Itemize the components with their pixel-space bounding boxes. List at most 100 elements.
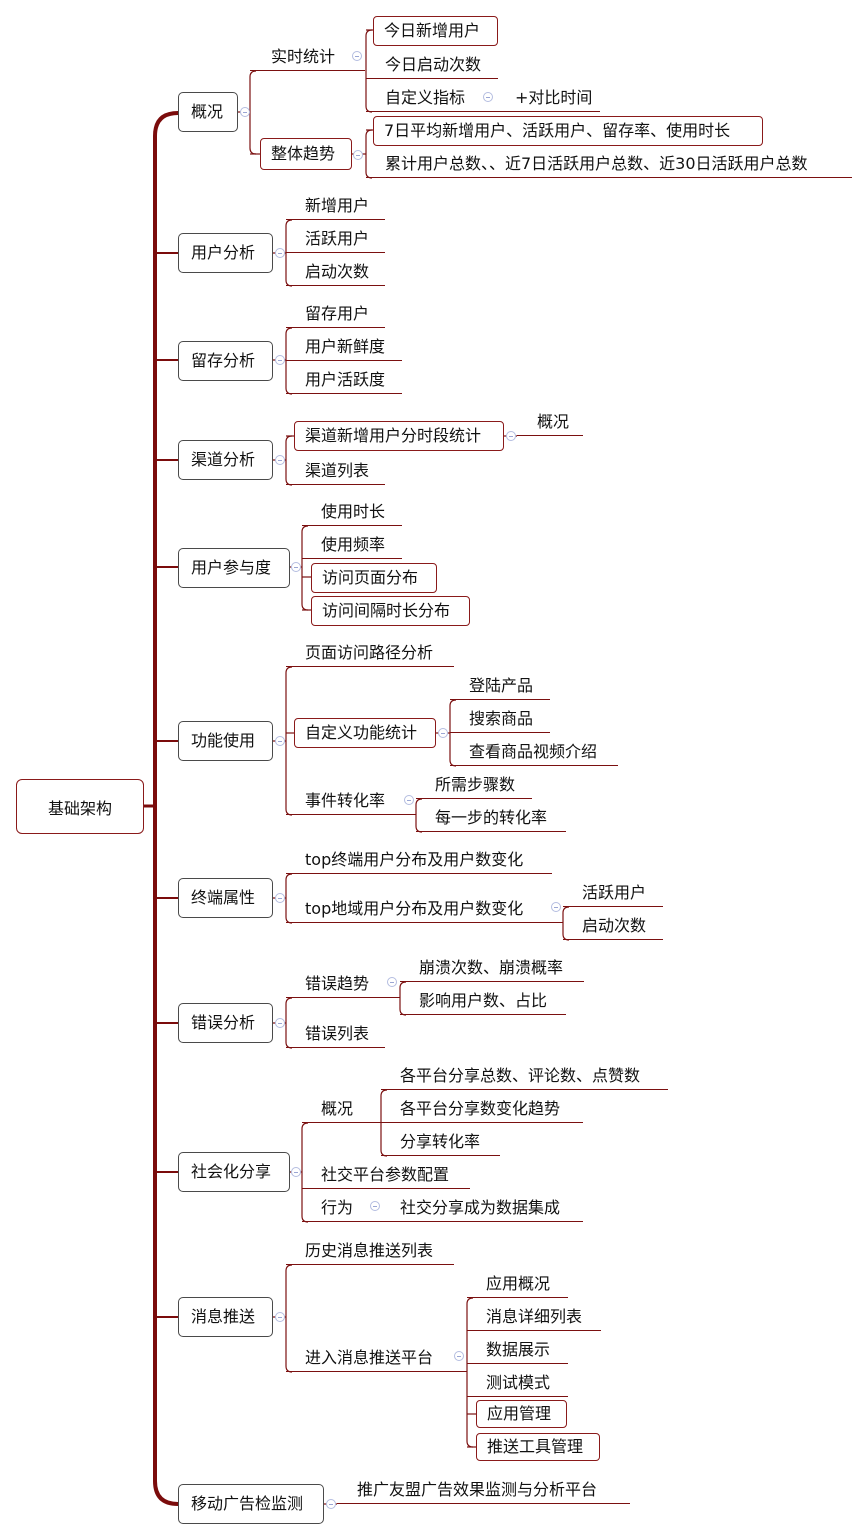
topic-node-1-1[interactable]: 活跃用户: [286, 226, 385, 253]
collapse-toggle-icon[interactable]: [275, 893, 285, 903]
collapse-toggle-icon[interactable]: [483, 92, 493, 102]
topic-node-6-0[interactable]: top终端用户分布及用户数变化: [286, 847, 552, 874]
topic-node-4-1[interactable]: 使用频率: [302, 532, 402, 559]
topic-node-7-1[interactable]: 错误列表: [286, 1021, 385, 1048]
topic-node-1-2[interactable]: 启动次数: [286, 259, 385, 286]
topic-node-0-0-2[interactable]: 自定义指标: [366, 85, 490, 112]
collapse-toggle-icon[interactable]: [551, 902, 561, 912]
collapse-toggle-icon[interactable]: [275, 1018, 285, 1028]
topic-label: 今日启动次数: [385, 55, 482, 74]
topic-node-4-0[interactable]: 使用时长: [302, 499, 402, 526]
collapse-toggle-icon[interactable]: [326, 1499, 336, 1509]
topic-node-0-0-1[interactable]: 今日启动次数: [366, 52, 498, 79]
topic-node-9-1-4[interactable]: 应用管理: [476, 1400, 567, 1428]
topic-node-5-2-1[interactable]: 每一步的转化率: [416, 805, 566, 832]
topic-label: 推送工具管理: [487, 1437, 584, 1456]
topic-node-3-0[interactable]: 渠道新增用户分时段统计: [294, 421, 504, 451]
topic-node-1-0[interactable]: 新增用户: [286, 193, 385, 220]
collapse-toggle-icon[interactable]: [404, 795, 414, 805]
collapse-toggle-icon[interactable]: [352, 51, 362, 61]
topic-node-7-0[interactable]: 错误趋势: [286, 971, 400, 998]
topic-node-5-1[interactable]: 自定义功能统计: [294, 718, 436, 748]
topic-label: 概况: [537, 412, 570, 431]
collapse-toggle-icon[interactable]: [275, 1312, 285, 1322]
collapse-toggle-icon[interactable]: [506, 431, 516, 441]
topic-label: 查看商品视频介绍: [469, 742, 598, 761]
topic-label: 概况: [191, 102, 224, 121]
topic-node-6-1[interactable]: top地域用户分布及用户数变化: [286, 896, 563, 923]
topic-node-9-0[interactable]: 历史消息推送列表: [286, 1238, 454, 1265]
topic-node-2-2[interactable]: 用户活跃度: [286, 367, 402, 394]
topic-node-5-2-0[interactable]: 所需步骤数: [416, 772, 532, 799]
topic-node-8-0-2[interactable]: 分享转化率: [381, 1129, 500, 1156]
branch-node-6[interactable]: 终端属性: [178, 878, 273, 918]
topic-node-8-0-0[interactable]: 各平台分享总数、评论数、点赞数: [381, 1063, 668, 1090]
collapse-toggle-icon[interactable]: [291, 1167, 301, 1177]
topic-node-3-1[interactable]: 渠道列表: [286, 458, 385, 485]
collapse-toggle-icon[interactable]: [275, 736, 285, 746]
topic-label: 渠道新增用户分时段统计: [305, 426, 482, 445]
topic-node-3-0-0[interactable]: 概况: [517, 409, 583, 436]
branch-node-4[interactable]: 用户参与度: [178, 548, 290, 588]
topic-label: 消息详细列表: [486, 1307, 583, 1326]
branch-node-9[interactable]: 消息推送: [178, 1297, 273, 1337]
topic-label: 自定义指标: [385, 88, 466, 107]
branch-node-1[interactable]: 用户分析: [178, 233, 273, 273]
collapse-toggle-icon[interactable]: [454, 1351, 464, 1361]
topic-node-4-3[interactable]: 访问间隔时长分布: [311, 596, 470, 626]
branch-node-10[interactable]: 移动广告检监测: [178, 1484, 324, 1524]
topic-node-5-0[interactable]: 页面访问路径分析: [286, 640, 454, 667]
collapse-toggle-icon[interactable]: [387, 977, 397, 987]
topic-node-0-0-0[interactable]: 今日新增用户: [373, 16, 498, 46]
topic-node-2-0[interactable]: 留存用户: [286, 301, 385, 328]
branch-node-3[interactable]: 渠道分析: [178, 440, 273, 480]
topic-node-6-1-0[interactable]: 活跃用户: [563, 880, 663, 907]
topic-node-0-0[interactable]: 实时统计: [250, 44, 365, 71]
topic-node-4-2[interactable]: 访问页面分布: [311, 563, 437, 593]
topic-label: 终端属性: [191, 888, 256, 907]
topic-label: top地域用户分布及用户数变化: [305, 899, 524, 918]
topic-node-5-1-0[interactable]: 登陆产品: [450, 673, 550, 700]
topic-node-0-1-0[interactable]: 7日平均新增用户、活跃用户、留存率、使用时长: [373, 116, 763, 146]
topic-node-8-0[interactable]: 概况: [302, 1096, 381, 1123]
topic-node-7-0-1[interactable]: 影响用户数、占比: [400, 988, 566, 1015]
collapse-toggle-icon[interactable]: [291, 562, 301, 572]
branch-node-7[interactable]: 错误分析: [178, 1003, 273, 1043]
topic-node-9-1-3[interactable]: 测试模式: [467, 1370, 568, 1397]
topic-node-8-2[interactable]: 行为: [302, 1195, 381, 1222]
topic-node-9-1-2[interactable]: 数据展示: [467, 1337, 568, 1364]
topic-node-5-1-2[interactable]: 查看商品视频介绍: [450, 739, 618, 766]
topic-node-9-1-5[interactable]: 推送工具管理: [476, 1433, 600, 1461]
collapse-toggle-icon[interactable]: [438, 728, 448, 738]
topic-node-9-1[interactable]: 进入消息推送平台: [286, 1345, 467, 1372]
topic-node-0-0-2-0[interactable]: +对比时间: [490, 85, 600, 112]
topic-label: +对比时间: [515, 88, 593, 107]
topic-node-8-0-1[interactable]: 各平台分享数变化趋势: [381, 1096, 583, 1123]
topic-node-7-0-0[interactable]: 崩溃次数、崩溃概率: [400, 955, 584, 982]
collapse-toggle-icon[interactable]: [275, 455, 285, 465]
topic-node-0-1[interactable]: 整体趋势: [260, 138, 352, 170]
topic-node-6-1-1[interactable]: 启动次数: [563, 913, 663, 940]
collapse-toggle-icon[interactable]: [353, 150, 363, 160]
topic-node-2-1[interactable]: 用户新鲜度: [286, 334, 402, 361]
collapse-toggle-icon[interactable]: [370, 1201, 380, 1211]
collapse-toggle-icon[interactable]: [240, 107, 250, 117]
topic-node-8-2-0[interactable]: 社交分享成为数据集成: [381, 1195, 583, 1222]
topic-node-9-1-0[interactable]: 应用概况: [467, 1271, 568, 1298]
branch-node-8[interactable]: 社会化分享: [178, 1152, 290, 1192]
root-node[interactable]: 基础架构: [16, 779, 144, 834]
topic-node-5-2[interactable]: 事件转化率: [286, 788, 416, 815]
topic-node-9-1-1[interactable]: 消息详细列表: [467, 1304, 601, 1331]
topic-node-8-1[interactable]: 社交平台参数配置: [302, 1162, 470, 1189]
topic-label: 页面访问路径分析: [305, 643, 434, 662]
topic-node-5-1-1[interactable]: 搜索商品: [450, 706, 550, 733]
connector-line: [249, 70, 257, 155]
branch-node-2[interactable]: 留存分析: [178, 341, 273, 381]
collapse-toggle-icon[interactable]: [275, 355, 285, 365]
branch-node-5[interactable]: 功能使用: [178, 721, 273, 761]
collapse-toggle-icon[interactable]: [275, 248, 285, 258]
topic-node-10-0[interactable]: 推广友盟广告效果监测与分析平台: [337, 1477, 630, 1504]
topic-node-0-1-1[interactable]: 累计用户总数、、近7日活跃用户总数、近30日活跃用户总数: [366, 151, 852, 178]
branch-node-0[interactable]: 概况: [178, 92, 238, 132]
